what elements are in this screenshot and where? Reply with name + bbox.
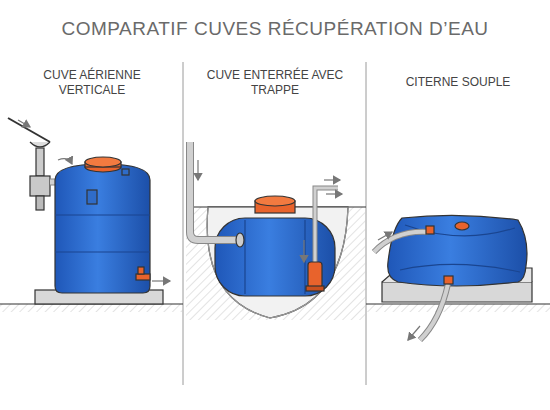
divider [183, 62, 184, 385]
panel-heading: CITERNE SOUPLE [388, 75, 528, 90]
above-ground-tank [0, 118, 183, 312]
page-title: COMPARATIF CUVES RÉCUPÉRATION D’EAU [61, 18, 488, 40]
flexible-bladder [366, 215, 550, 340]
panel-heading: CUVE ENTERRÉE AVEC TRAPPE [205, 68, 345, 98]
buried-tank [186, 142, 366, 320]
panel-heading: CUVE AÉRIENNE VERTICALE [22, 68, 162, 98]
